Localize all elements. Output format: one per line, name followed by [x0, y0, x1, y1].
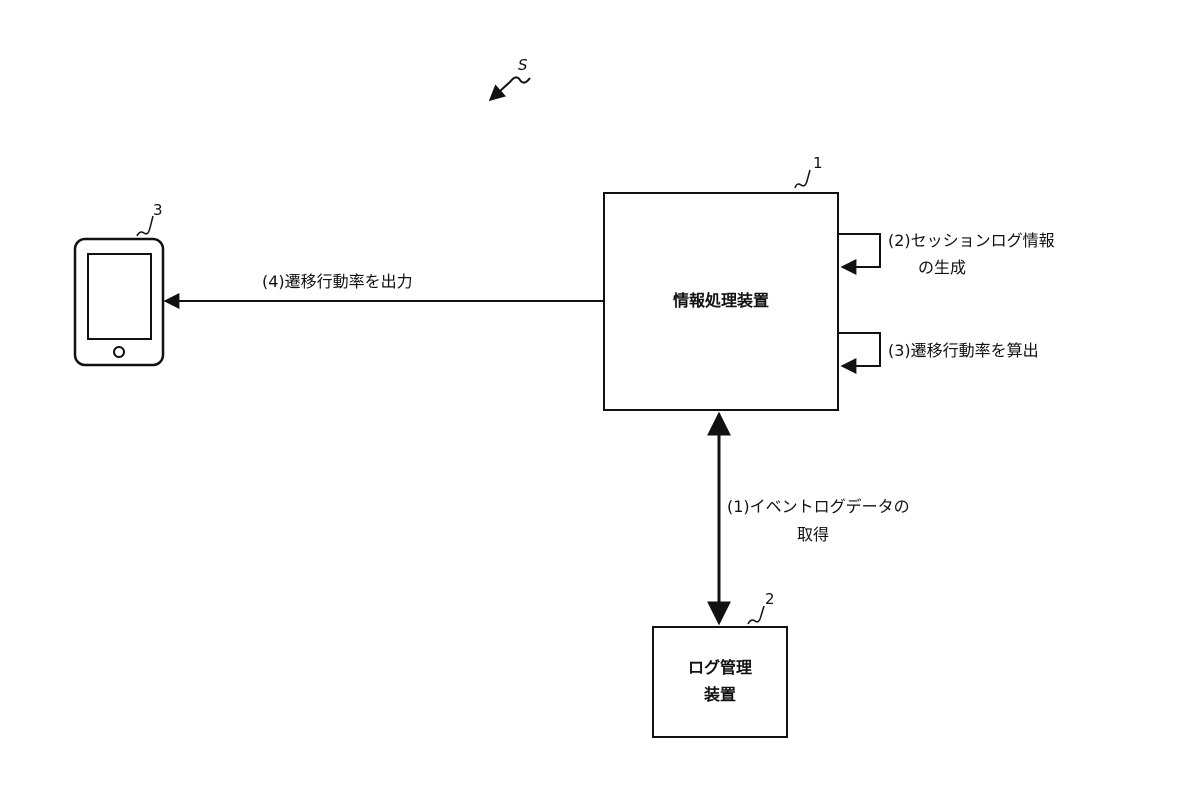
log-device-label-line1: ログ管理	[688, 658, 752, 677]
tablet-home-button	[113, 346, 125, 358]
step1-label-line1: (1)イベントログデータの	[727, 497, 910, 516]
system-reference: S	[490, 56, 531, 100]
log-device-label-line2: 装置	[703, 685, 736, 704]
log-device-ref-squiggle	[747, 605, 765, 625]
system-ref-label: S	[518, 56, 528, 74]
tablet-body	[73, 237, 165, 367]
system-leader-squiggle	[490, 76, 531, 100]
log-management-device: ログ管理 装置 2	[652, 590, 788, 738]
loop-arrow-step2	[838, 233, 881, 275]
step2-label-line1: (2)セッションログ情報	[888, 231, 1055, 250]
step1-label-line2: 取得	[797, 525, 829, 544]
step2-label-line2: の生成	[918, 258, 966, 277]
output-arrow-step4: (4)遷移行動率を出力	[163, 272, 604, 309]
terminal-ref: 3	[153, 201, 163, 219]
info-processing-device: 情報処理装置 1	[603, 154, 839, 411]
info-device-ref-squiggle	[794, 169, 811, 189]
log-device-box	[652, 626, 788, 738]
info-device-ref: 1	[813, 154, 823, 172]
tablet-icon	[73, 237, 165, 367]
log-device-ref: 2	[765, 590, 775, 608]
self-loop-step3: (3)遷移行動率を算出	[838, 332, 1039, 374]
terminal-device: 3	[73, 201, 165, 367]
step4-label: (4)遷移行動率を出力	[262, 272, 413, 291]
terminal-ref-squiggle	[136, 215, 154, 237]
self-loop-step2: (2)セッションログ情報 の生成	[838, 231, 1055, 277]
info-device-label: 情報処理装置	[673, 291, 769, 310]
tablet-screen	[87, 253, 152, 340]
loop-arrow-step3	[838, 332, 881, 374]
acquire-arrow-step1: (1)イベントログデータの 取得	[707, 411, 910, 626]
step3-label: (3)遷移行動率を算出	[888, 341, 1039, 360]
